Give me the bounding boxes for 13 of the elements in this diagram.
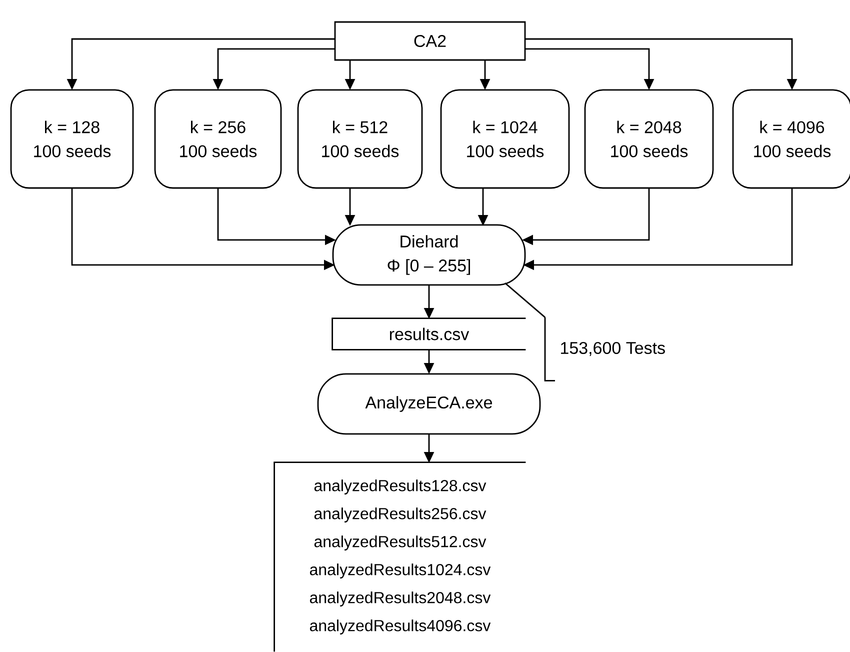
file-list: analyzedResults128.csv analyzedResults256.csv analyzedResults512.csv analyzedResults1024.csv analyzedResults2048.csv analyzedResults4096.csv — [274, 462, 526, 652]
leader-line — [504, 282, 546, 318]
annotation-text: 153,600 Tests — [561, 342, 665, 356]
process-box: k = 2048 100 seeds — [584, 89, 714, 189]
process-box: CA2 — [334, 21, 526, 61]
process-box: k = 4096 100 seeds — [732, 89, 850, 189]
process-box: Diehard Φ [0 – 255] — [332, 224, 526, 286]
process-box: k = 512 100 seeds — [297, 89, 423, 189]
process-box: AnalyzeECA.exe — [317, 373, 541, 435]
data-store: results.csv — [332, 318, 526, 350]
process-box: k = 1024 100 seeds — [440, 89, 570, 189]
process-box: k = 256 100 seeds — [154, 89, 282, 189]
process-box: k = 128 100 seeds — [10, 89, 134, 189]
